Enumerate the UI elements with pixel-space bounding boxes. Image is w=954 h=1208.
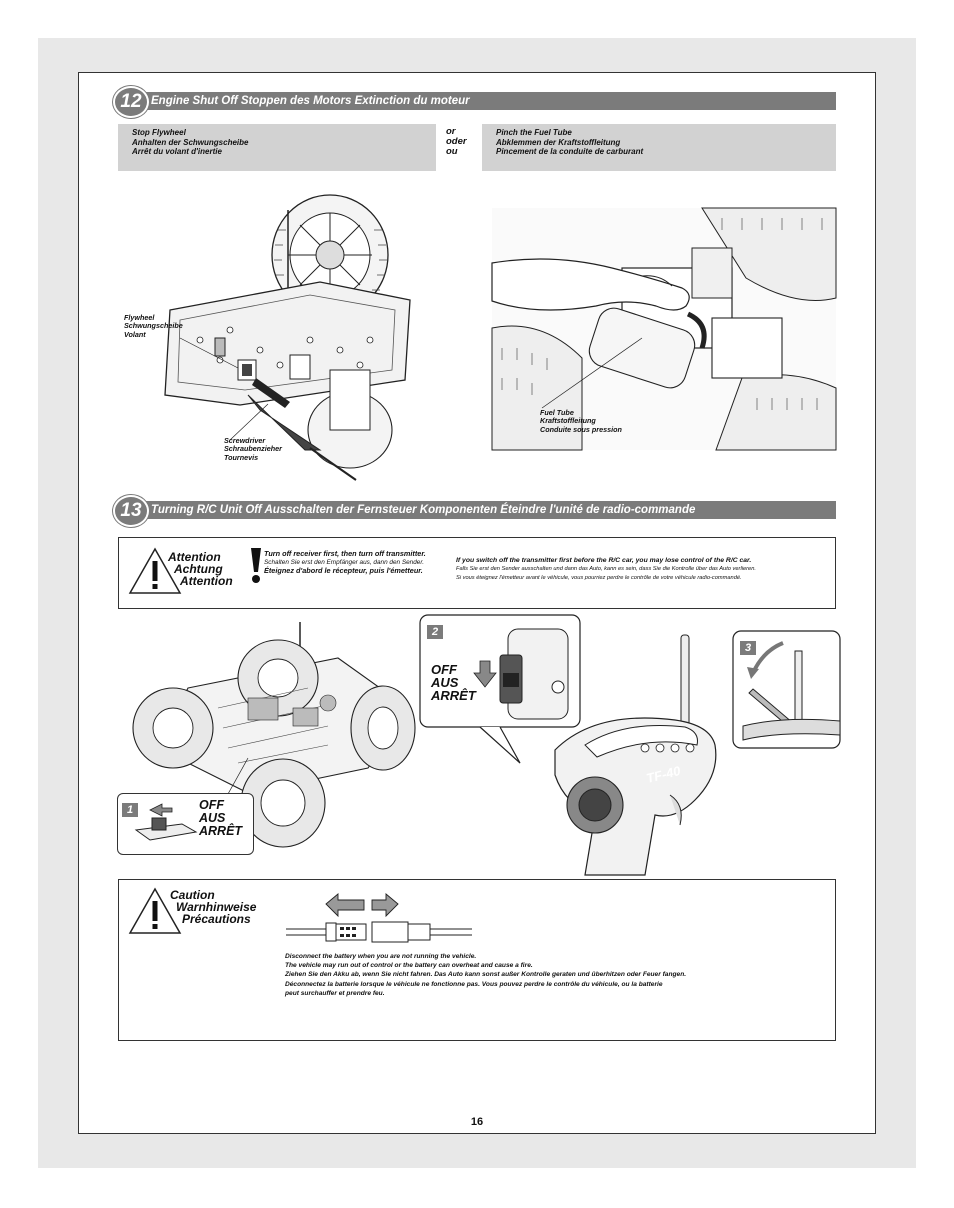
caution-line-5: peut surchauffer et prendre feu. — [285, 989, 385, 997]
step2-aus: AUS — [431, 675, 459, 690]
caution-lines: Disconnect the battery when you are not … — [285, 952, 686, 998]
attention-lines: Turn off receiver first, then turn off t… — [264, 549, 426, 576]
step1-inset — [117, 793, 254, 855]
pinch-fuel-en: Pinch the Fuel Tube — [496, 128, 572, 137]
fuel-tube-label: Fuel Tube Kraftstoffleitung Conduite sou… — [540, 408, 622, 434]
warning-line-fr: Si vous éteignez l'émetteur avant le véh… — [456, 574, 742, 581]
flywheel-de: Schwungscheibe — [124, 321, 183, 331]
stop-flywheel-en: Stop Flywheel — [132, 128, 186, 137]
or-fr: ou — [446, 146, 458, 157]
fuel-tube-de: Kraftstoffleitung — [540, 416, 596, 426]
step2-callout — [419, 614, 581, 764]
attention-line-de: Schalten Sie erst den Empfänger aus, dan… — [264, 558, 424, 566]
fuel-tube-illustration — [491, 207, 837, 451]
attention-fr: Attention — [180, 574, 233, 588]
step2-off-label: OFF AUS ARRÊT — [431, 663, 476, 702]
caution-warning-icon — [128, 887, 182, 934]
pinch-fuel-de: Abklemmen der Kraftstoffleitung — [496, 137, 621, 147]
fuel-tube-fr: Conduite sous pression — [540, 424, 622, 434]
step13-title: Turning R/C Unit Off Ausschalten der Fer… — [151, 504, 696, 516]
flywheel-fr: Volant — [124, 329, 146, 339]
caution-line-3: Ziehen Sie den Akku ab, wenn Sie nicht f… — [285, 971, 687, 979]
receiver-switch-icon — [134, 803, 198, 841]
attention-line-en: Turn off receiver first, then turn off t… — [264, 549, 426, 558]
page-number: 16 — [470, 1116, 484, 1128]
caution-box — [118, 879, 836, 1041]
fuel-tube-en: Fuel Tube — [540, 408, 574, 417]
attention-line-fr: Éteignez d'abord le récepteur, puis l'ém… — [264, 566, 423, 576]
step12-number: 12 — [113, 86, 149, 118]
warning-line-en: If you switch off the transmitter first … — [456, 557, 752, 564]
caution-line-4: Déconnectez la batterie lorsque le véhic… — [285, 980, 663, 988]
caution-title: Caution Warnhinweise Précautions — [170, 889, 256, 925]
pinch-fuel-fr: Pincement de la conduite de carburant — [496, 147, 644, 156]
or-de: oder — [446, 136, 467, 147]
step3-badge: 3 — [740, 641, 756, 655]
caution-de: Warnhinweise — [176, 900, 257, 914]
attention-en: Attention — [168, 550, 221, 564]
or-en: or — [446, 126, 456, 137]
step1-aus: AUS — [199, 811, 226, 825]
step12-header: 12 Engine Shut Off Stoppen des Motors Ex… — [113, 86, 836, 118]
warning-line-de: Falls Sie erst den Sender ausschalten un… — [456, 566, 756, 573]
step3-antenna-inset — [732, 630, 841, 749]
screwdriver-label: Screwdriver Schraubenzieher Tournevis — [224, 436, 282, 462]
caution-en: Caution — [170, 888, 215, 902]
truck-illustration — [132, 622, 416, 848]
exclamation-icon — [251, 548, 261, 583]
step13-number: 13 — [113, 495, 149, 527]
attention-warning-icon — [128, 547, 182, 594]
screwdriver-fr: Tournevis — [224, 452, 259, 462]
or-words: or oder ou — [446, 127, 467, 157]
chassis-flywheel-illustration — [164, 194, 411, 481]
stop-flywheel-de: Anhalten der Schwungscheibe — [132, 137, 249, 147]
attention-de: Achtung — [174, 562, 223, 576]
step13-header: 13 Turning R/C Unit Off Ausschalten der … — [113, 495, 836, 527]
attention-title: Attention Achtung Attention — [168, 551, 233, 587]
stop-flywheel-fr: Arrêt du volant d'inertie — [132, 147, 222, 156]
flywheel-label: Flywheel Schwungscheibe Volant — [124, 313, 183, 339]
step1-off-label: OFF AUS ARRÊT — [199, 799, 242, 838]
attention-box — [118, 537, 836, 609]
screwdriver-en: Screwdriver — [224, 436, 266, 445]
step1-off: OFF — [199, 798, 224, 812]
step1-badge: 1 — [122, 803, 138, 817]
transmitter-illustration — [554, 634, 717, 876]
step2-arret: ARRÊT — [431, 688, 476, 703]
screwdriver-de: Schraubenzieher — [224, 444, 282, 454]
battery-connector-illustration — [286, 893, 472, 943]
caution-fr: Précautions — [182, 912, 251, 926]
stop-flywheel-box: Stop Flywheel Anhalten der Schwungscheib… — [118, 124, 436, 171]
caution-line-1: Disconnect the battery when you are not … — [285, 953, 477, 960]
step2-badge: 2 — [427, 625, 443, 639]
caution-line-2: The vehicle may run out of control or th… — [285, 962, 533, 970]
step2-off: OFF — [431, 662, 457, 677]
pinch-fuel-box: Pinch the Fuel Tube Abklemmen der Krafts… — [482, 124, 836, 171]
warning-lines: If you switch off the transmitter first … — [456, 557, 756, 582]
step12-title: Engine Shut Off Stoppen des Motors Extin… — [151, 95, 470, 107]
step1-arret: ARRÊT — [199, 824, 243, 838]
flywheel-en: Flywheel — [124, 313, 155, 322]
